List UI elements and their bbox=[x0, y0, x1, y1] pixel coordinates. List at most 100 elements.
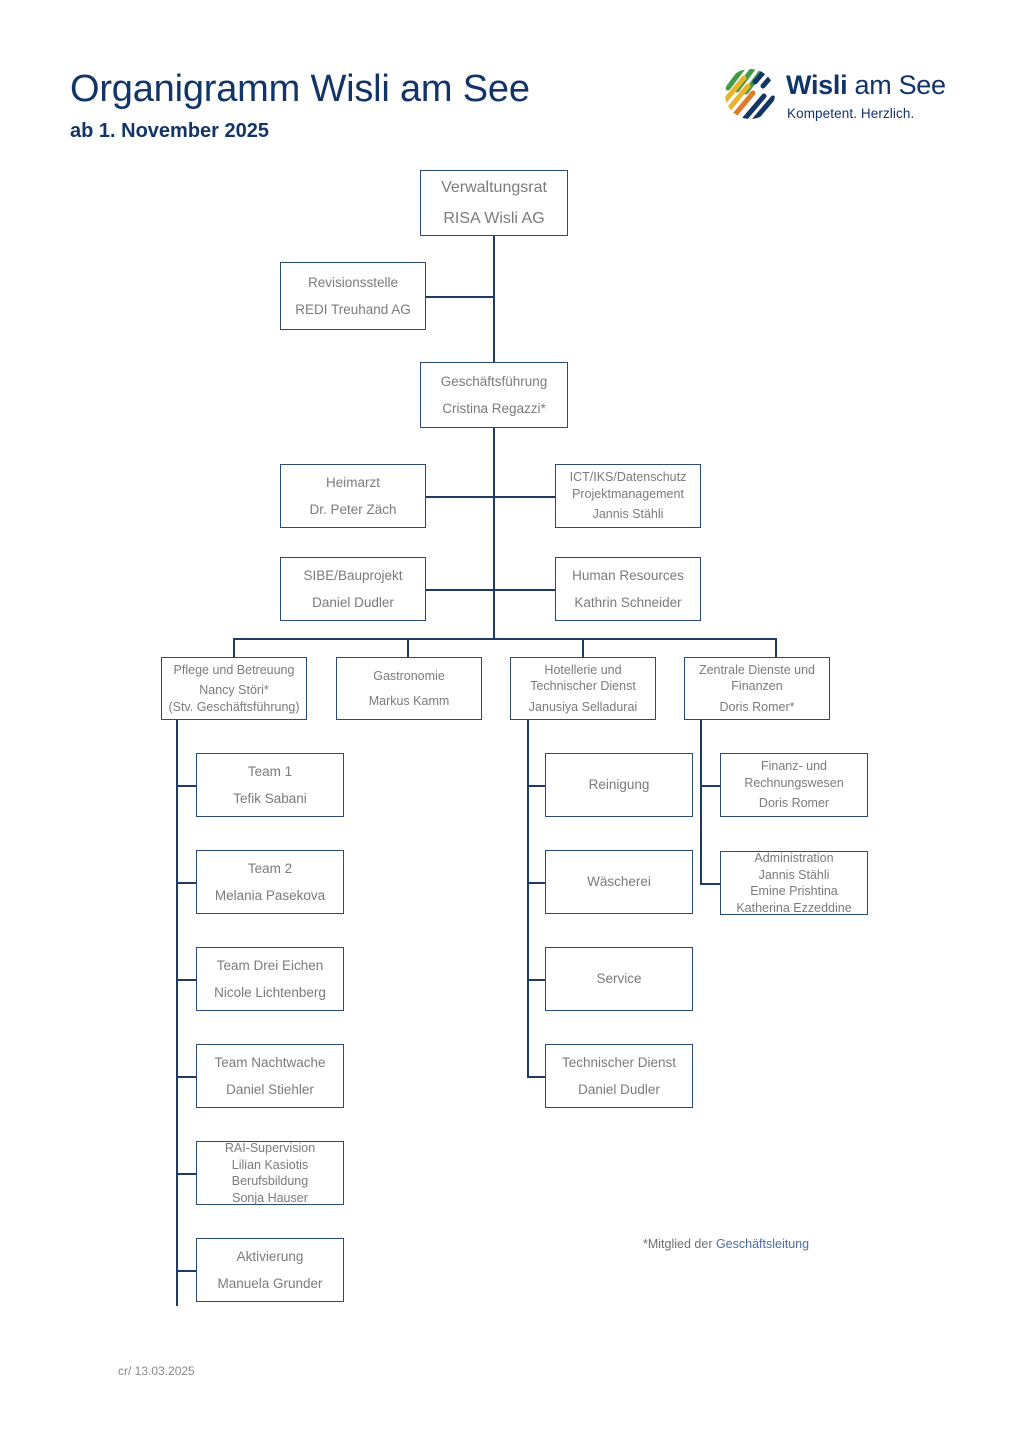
node-line: Markus Kamm bbox=[368, 694, 450, 708]
connector-department-bus bbox=[233, 638, 776, 640]
node-line: Technischer Dienst bbox=[530, 679, 636, 694]
footnote-highlight: Geschäftsleitung bbox=[715, 1237, 810, 1251]
logo-claim: Kompetent. Herzlich. bbox=[787, 106, 915, 121]
connector-gf-spine bbox=[493, 428, 495, 640]
node-line: Technischer Dienst bbox=[561, 1054, 677, 1070]
node-line: Geschäftsführung bbox=[440, 373, 548, 389]
node-reinigung[interactable]: Reinigung bbox=[545, 753, 693, 817]
node-line: Rechnungswesen bbox=[744, 775, 844, 790]
node-line: RISA Wisli AG bbox=[443, 209, 545, 227]
node-waescherei[interactable]: Wäscherei bbox=[545, 850, 693, 914]
connector-branch-waescherei bbox=[527, 882, 546, 884]
node-line: Emine Prishtina bbox=[750, 884, 838, 898]
node-line: Cristina Regazzi* bbox=[442, 400, 546, 416]
node-service[interactable]: Service bbox=[545, 947, 693, 1011]
connector-revisionsstelle bbox=[426, 296, 494, 298]
connector-branch-service bbox=[527, 979, 546, 981]
node-line: Tefik Sabani bbox=[233, 790, 307, 806]
node-line: Nancy Störi* bbox=[199, 683, 269, 698]
node-team-2[interactable]: Team 2 Melania Pasekova bbox=[196, 850, 344, 914]
node-ict-iks-datenschutz[interactable]: ICT/IKS/Datenschutz Projektmanagement Ja… bbox=[555, 464, 701, 528]
node-line: Lilian Kasiotis bbox=[231, 1157, 309, 1172]
node-line: Kathrin Schneider bbox=[574, 594, 682, 610]
connector-zentrale-stem bbox=[700, 720, 702, 885]
node-line: Melania Pasekova bbox=[214, 887, 326, 903]
node-line: Berufsbildung bbox=[231, 1174, 309, 1188]
node-line: Jannis Stähli bbox=[758, 867, 830, 882]
page-subtitle: ab 1. November 2025 bbox=[70, 120, 269, 142]
node-gastronomie[interactable]: Gastronomie Markus Kamm bbox=[336, 657, 482, 720]
connector-hr bbox=[493, 589, 555, 591]
node-line: SIBE/Bauprojekt bbox=[303, 567, 403, 583]
node-administration[interactable]: Administration Jannis Stähli Emine Prish… bbox=[720, 851, 868, 915]
logo-wordmark: Wisli am See bbox=[786, 70, 946, 101]
node-line: Finanz- und bbox=[760, 759, 827, 774]
footer-revision: cr/ 13.03.2025 bbox=[118, 1364, 195, 1378]
node-line: Dr. Peter Zäch bbox=[309, 501, 397, 517]
node-line: Daniel Dudler bbox=[312, 594, 394, 610]
node-line: Jannis Stähli bbox=[592, 507, 664, 522]
node-human-resources[interactable]: Human Resources Kathrin Schneider bbox=[555, 557, 701, 621]
connector-pflege-stem bbox=[176, 720, 178, 1306]
connector-heimarzt bbox=[426, 496, 494, 498]
node-line: Team 2 bbox=[247, 860, 293, 876]
node-line: Service bbox=[596, 971, 642, 987]
node-zentrale-dienste-finanzen[interactable]: Zentrale Dienste und Finanzen Doris Rome… bbox=[684, 657, 830, 720]
connector-branch-team-nachtwache bbox=[176, 1076, 197, 1078]
node-line: Finanzen bbox=[731, 679, 783, 694]
connector-vr-to-gf bbox=[493, 236, 495, 373]
connector-drop-hotellerie bbox=[582, 638, 584, 658]
node-finanz-rechnungswesen[interactable]: Finanz- und Rechnungswesen Doris Romer bbox=[720, 753, 868, 817]
connector-branch-team2 bbox=[176, 882, 197, 884]
logo-word-bold: Wisli bbox=[786, 70, 848, 100]
footnote-geschaeftsleitung: *Mitglied der Geschäftsleitung bbox=[643, 1237, 809, 1251]
footnote-prefix: *Mitglied der bbox=[643, 1237, 716, 1251]
node-technischer-dienst[interactable]: Technischer Dienst Daniel Dudler bbox=[545, 1044, 693, 1108]
node-line: Aktivierung bbox=[236, 1248, 304, 1264]
node-geschaeftsfuehrung[interactable]: Geschäftsführung Cristina Regazzi* bbox=[420, 362, 568, 428]
node-line: Gastronomie bbox=[373, 668, 445, 683]
node-line: Wäscherei bbox=[587, 874, 651, 890]
connector-hotellerie-stem bbox=[527, 720, 529, 1076]
node-line: Daniel Dudler bbox=[578, 1081, 660, 1097]
node-line: Daniel Stiehler bbox=[226, 1081, 314, 1097]
connector-branch-reinigung bbox=[527, 785, 546, 787]
wisli-am-see-logo: Wisli am See Kompetent. Herzlich. bbox=[722, 66, 972, 128]
node-team-nachtwache[interactable]: Team Nachtwache Daniel Stiehler bbox=[196, 1044, 344, 1108]
node-line: Doris Romer bbox=[758, 796, 830, 811]
connector-branch-aktivierung bbox=[176, 1270, 197, 1272]
node-line: Hotellerie und bbox=[544, 662, 622, 677]
node-line: Team Drei Eichen bbox=[216, 957, 324, 973]
connector-branch-team1 bbox=[176, 785, 197, 787]
connector-ict bbox=[493, 496, 555, 498]
node-line: Sonja Hauser bbox=[232, 1190, 308, 1205]
connector-branch-technischer-dienst bbox=[527, 1076, 546, 1078]
connector-drop-gastronomie bbox=[407, 638, 409, 658]
node-line: Verwaltungsrat bbox=[441, 179, 547, 197]
node-line: (Stv. Geschäftsführung) bbox=[168, 699, 300, 714]
node-pflege-und-betreuung[interactable]: Pflege und Betreuung Nancy Störi* (Stv. … bbox=[161, 657, 307, 720]
logo-word-rest: am See bbox=[847, 70, 946, 100]
connector-branch-team-drei-eichen bbox=[176, 979, 197, 981]
node-line: Katherina Ezzeddine bbox=[736, 900, 852, 915]
node-heimarzt[interactable]: Heimarzt Dr. Peter Zäch bbox=[280, 464, 426, 528]
node-line: Pflege und Betreuung bbox=[173, 662, 295, 677]
node-line: Doris Romer* bbox=[719, 699, 795, 714]
node-line: Projektmanagement bbox=[572, 486, 684, 501]
node-verwaltungsrat[interactable]: Verwaltungsrat RISA Wisli AG bbox=[420, 170, 568, 236]
connector-sibe bbox=[426, 589, 494, 591]
node-sibe-bauprojekt[interactable]: SIBE/Bauprojekt Daniel Dudler bbox=[280, 557, 426, 621]
node-line: Team Nachtwache bbox=[214, 1054, 326, 1070]
node-line: Revisionsstelle bbox=[307, 274, 399, 290]
node-revisionsstelle[interactable]: Revisionsstelle REDI Treuhand AG bbox=[280, 262, 426, 330]
page-title: Organigramm Wisli am See bbox=[70, 68, 530, 110]
node-hotellerie-technischer-dienst[interactable]: Hotellerie und Technischer Dienst Janusi… bbox=[510, 657, 656, 720]
node-rai-supervision-berufsbildung[interactable]: RAI-Supervision Lilian Kasiotis Berufsbi… bbox=[196, 1141, 344, 1205]
connector-drop-pflege bbox=[233, 638, 235, 658]
node-team-1[interactable]: Team 1 Tefik Sabani bbox=[196, 753, 344, 817]
node-line: RAI-Supervision bbox=[224, 1141, 316, 1155]
node-line: Janusiya Selladurai bbox=[528, 699, 638, 714]
node-team-drei-eichen[interactable]: Team Drei Eichen Nicole Lichtenberg bbox=[196, 947, 344, 1011]
node-aktivierung[interactable]: Aktivierung Manuela Grunder bbox=[196, 1238, 344, 1302]
node-line: Zentrale Dienste und bbox=[698, 662, 816, 677]
